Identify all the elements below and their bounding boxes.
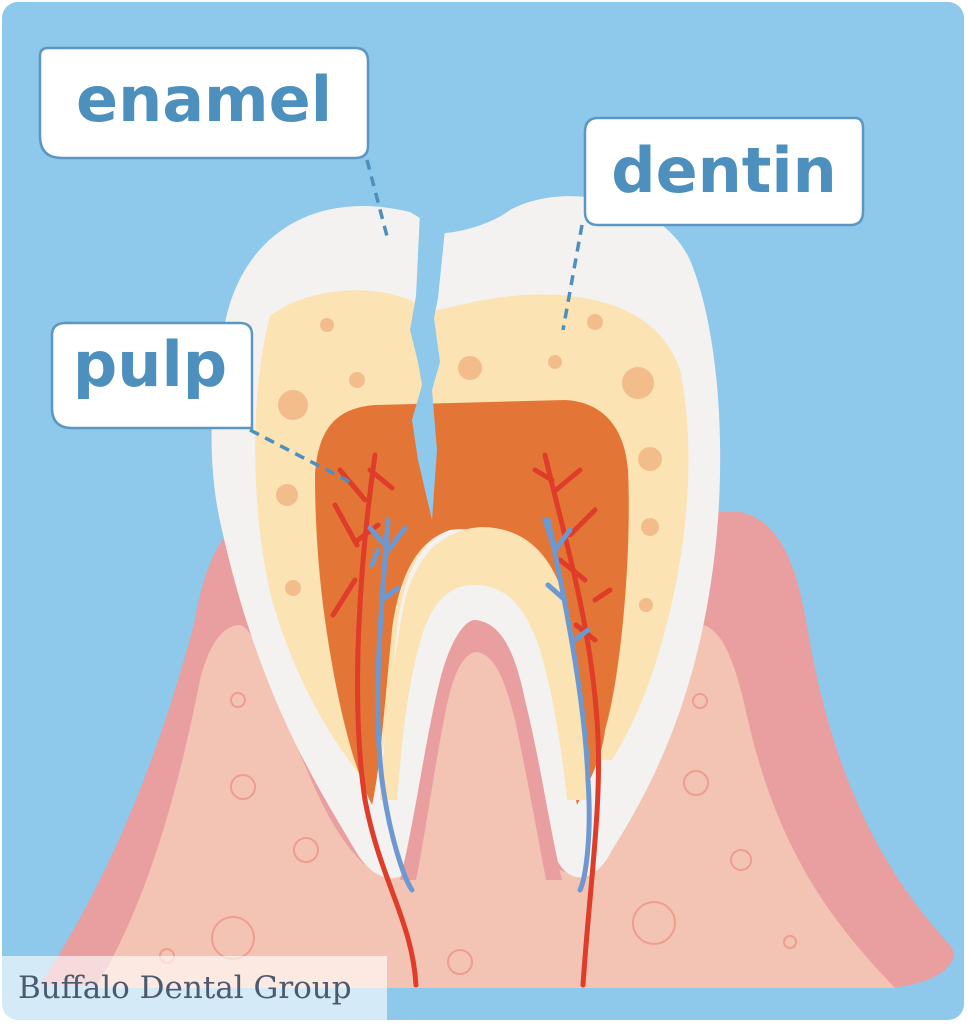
tooth-crack	[410, 210, 447, 520]
nerve-vein-right	[542, 517, 592, 893]
dentin-spots	[276, 314, 662, 612]
label-leader-lines	[249, 159, 584, 484]
label-pulp-text: pulp	[73, 328, 227, 401]
label-enamel-text: enamel	[76, 63, 332, 136]
nerve-artery-left	[330, 452, 419, 988]
label-pulp: pulp	[50, 321, 254, 430]
pulp-leader-line	[249, 428, 351, 484]
bone-inner-arch	[412, 652, 550, 900]
tooth-pulp	[315, 400, 629, 805]
label-dentin-text: dentin	[611, 134, 837, 207]
nerve-vein-left	[367, 517, 415, 893]
label-dentin: dentin	[583, 116, 865, 227]
watermark-text: Buffalo Dental Group	[18, 970, 352, 1006]
dentin-leader-line	[561, 224, 584, 331]
label-enamel: enamel	[38, 46, 370, 160]
enamel-leader-line	[365, 159, 390, 241]
watermark-badge: Buffalo Dental Group	[0, 956, 387, 1022]
